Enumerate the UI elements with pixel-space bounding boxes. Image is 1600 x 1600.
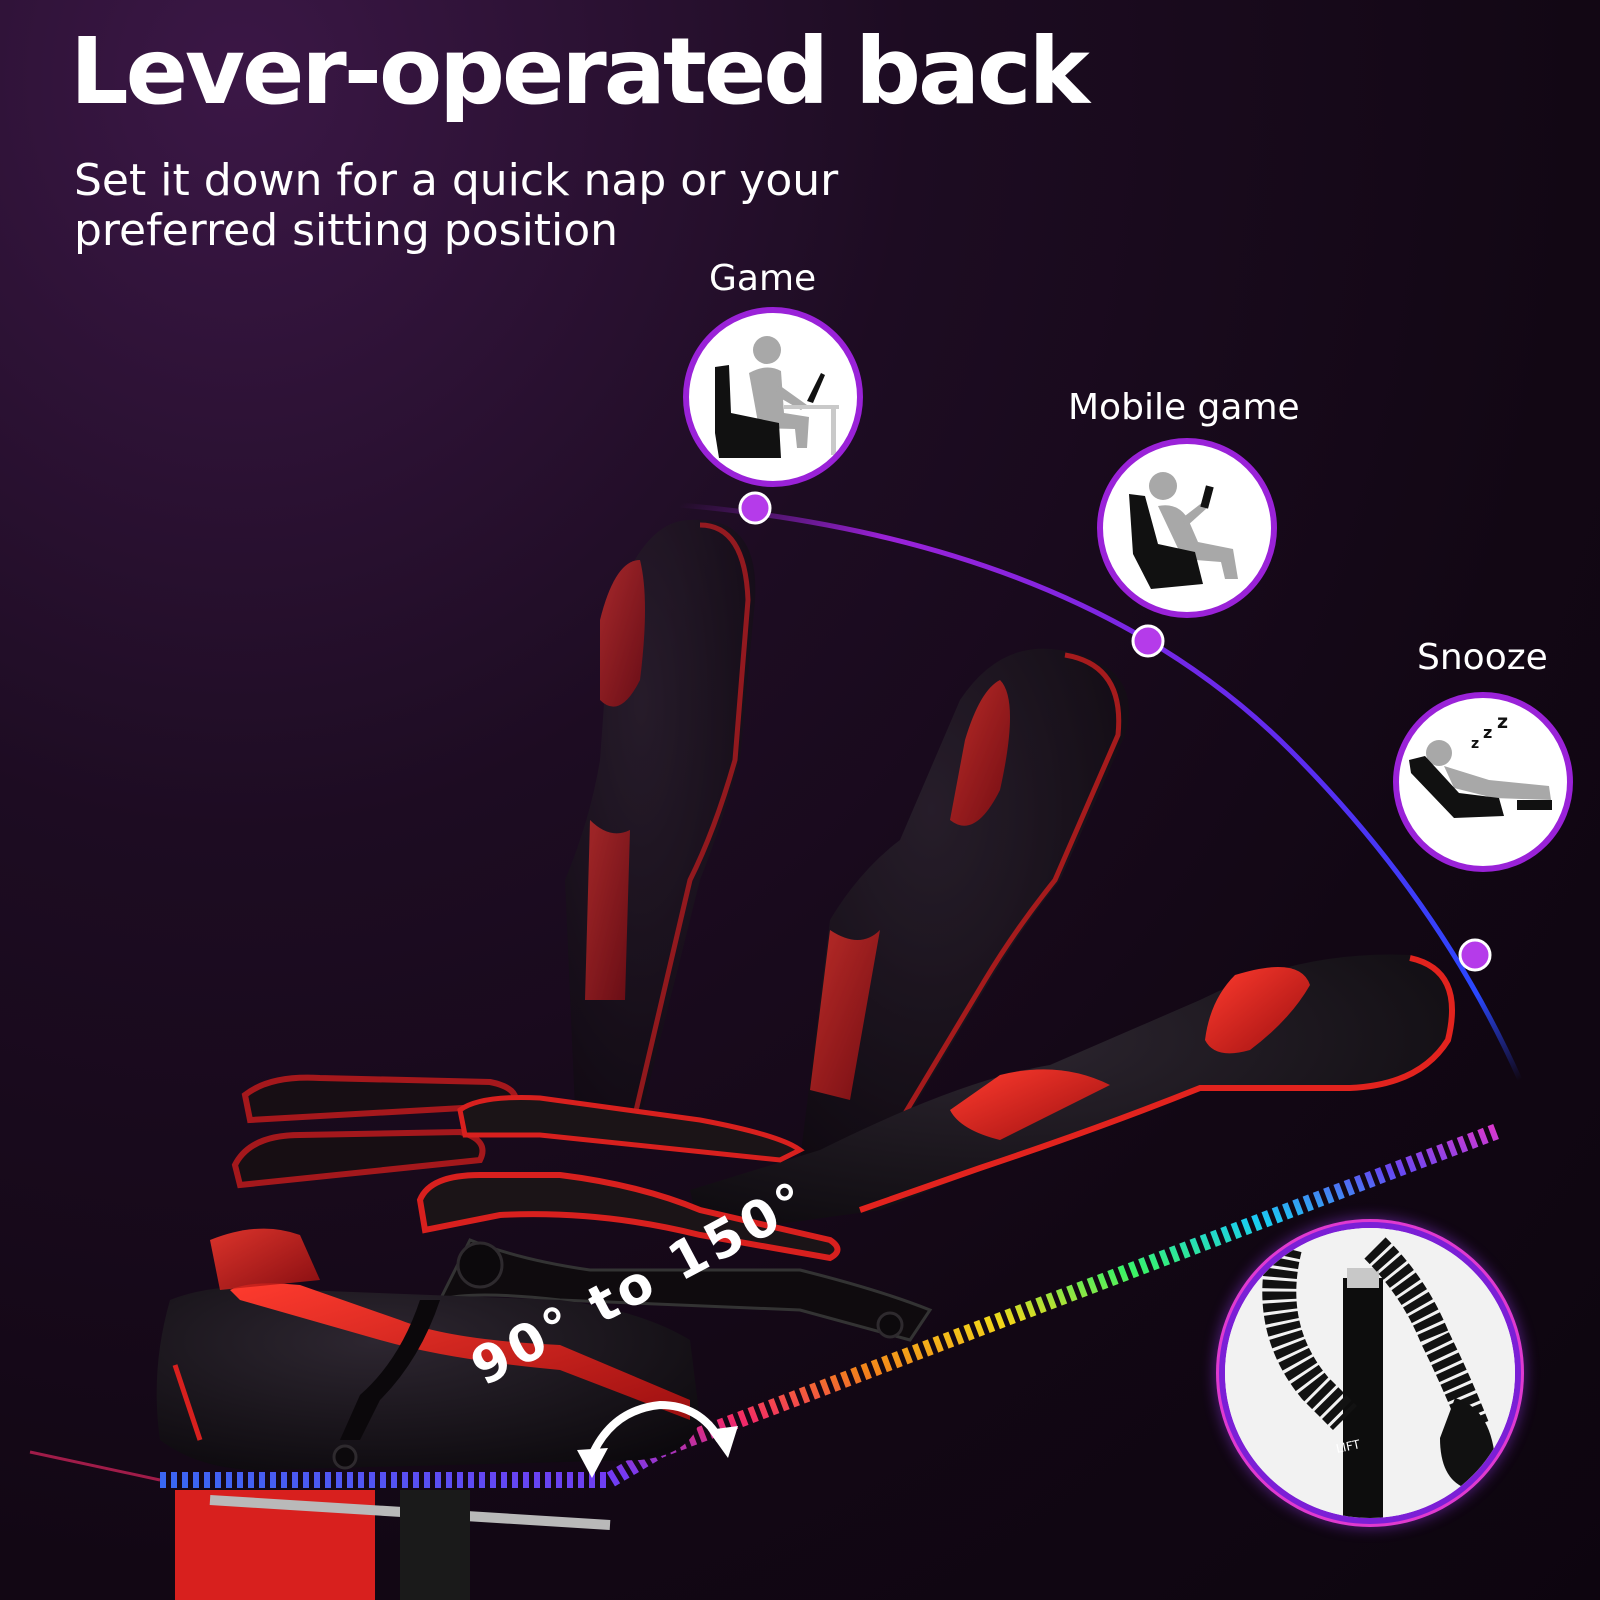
- chair-reclined: [156, 954, 1455, 1600]
- svg-text:z: z: [1471, 736, 1479, 752]
- headline: Lever-operated back: [70, 18, 1090, 125]
- arc-marker-game: [738, 491, 772, 525]
- recline-arc: [679, 502, 1523, 1082]
- chair-back-mid: [800, 648, 1129, 1185]
- reclined-mobile-gaming-person-icon: [1097, 438, 1277, 618]
- seated-gaming-person-icon: [683, 307, 863, 487]
- arc-marker-snooze: [1458, 938, 1492, 972]
- gas-lift-lever-icon: LIFT: [1225, 1228, 1515, 1518]
- chair-back-upright: [565, 519, 756, 1128]
- svg-text:z: z: [1483, 723, 1492, 742]
- rgb-light-strip: [29, 1122, 1503, 1488]
- arc-marker-mobile-game: [1131, 624, 1165, 658]
- subtitle: Set it down for a quick nap or your pref…: [74, 155, 839, 256]
- mode-label-snooze: Snooze: [1417, 637, 1548, 678]
- lever-lift-text: LIFT: [1335, 1437, 1362, 1456]
- sleeping-person-icon: z z z: [1393, 692, 1573, 872]
- rotation-arrow-icon: [577, 1400, 738, 1478]
- svg-text:z: z: [1497, 711, 1508, 733]
- mode-label-mobile-game: Mobile game: [1068, 387, 1300, 428]
- mode-label-game: Game: [709, 258, 817, 299]
